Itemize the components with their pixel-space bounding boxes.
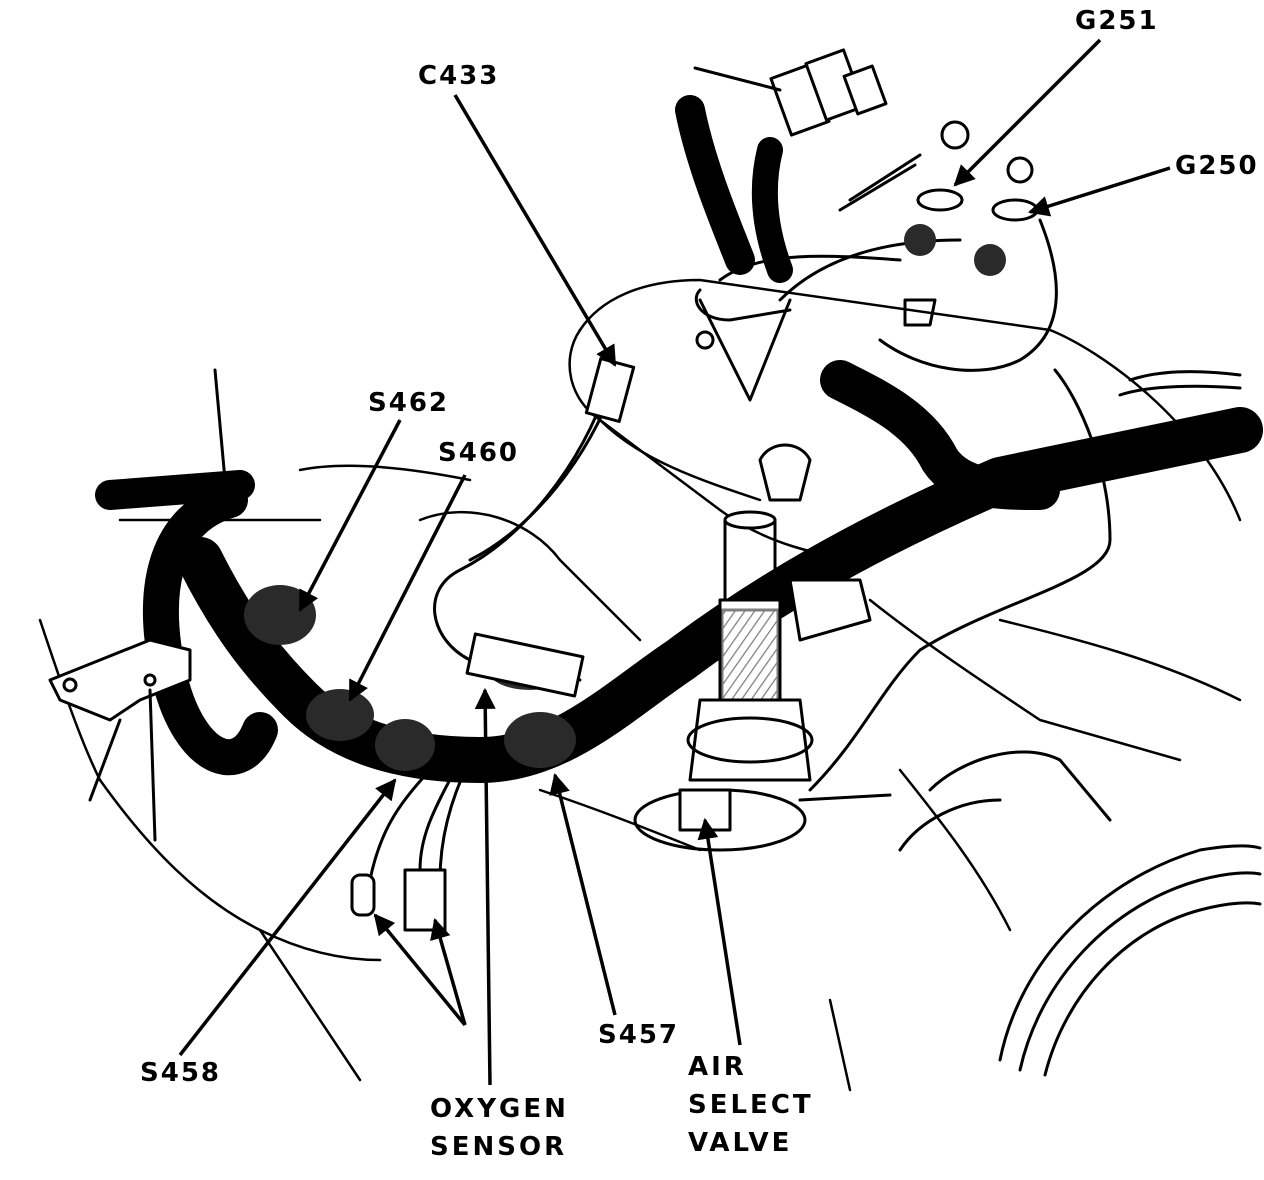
- flywheel: [898, 750, 1262, 1077]
- air-select-valve-body: [633, 510, 892, 852]
- g250-nut-icon: [1006, 156, 1034, 184]
- s462-callout: [298, 419, 402, 612]
- label-c433: C433: [418, 61, 500, 91]
- label-oxygen-line1: OXYGEN: [430, 1094, 569, 1124]
- left-bracket: [48, 368, 227, 842]
- label-air-line2: SELECT: [688, 1090, 814, 1120]
- c433-callout: [453, 94, 617, 367]
- main-harness: [95, 95, 1263, 783]
- label-oxygen-sensor: OXYGEN SENSOR: [430, 1090, 569, 1166]
- label-oxygen-line2: SENSOR: [430, 1132, 568, 1162]
- callout-arrows: [178, 38, 1171, 1086]
- label-g251: G251: [1075, 6, 1159, 36]
- s460-callout: [348, 474, 467, 702]
- connector-pointer-1: [373, 913, 467, 1027]
- ground-leads: [694, 153, 1242, 792]
- splice-s460: [306, 689, 374, 741]
- air-select-valve-callout: [697, 817, 742, 1046]
- oxygen-sensor-callout: [474, 687, 496, 1086]
- g250-callout: [1027, 166, 1171, 217]
- label-air-line3: VALVE: [688, 1128, 793, 1158]
- splice-s458: [375, 719, 435, 771]
- splice-s462: [244, 585, 316, 645]
- label-air-select-valve: AIR SELECT VALVE: [688, 1048, 814, 1162]
- connector-pointer-2: [430, 917, 467, 1026]
- ground-studs: [903, 120, 1039, 327]
- label-g250: G250: [1175, 151, 1259, 181]
- g251-nut-icon: [940, 120, 970, 150]
- label-s460: S460: [438, 438, 519, 468]
- s458-callout: [178, 778, 397, 1057]
- label-s458: S458: [140, 1058, 221, 1088]
- top-connectors: [693, 48, 888, 502]
- label-s462: S462: [368, 388, 449, 418]
- label-air-line1: AIR: [688, 1052, 747, 1082]
- splice-s457: [504, 712, 576, 768]
- label-s457: S457: [598, 1020, 679, 1050]
- lower-connectors: [350, 758, 472, 932]
- g251-callout: [953, 38, 1102, 187]
- s457-callout: [549, 772, 617, 1016]
- oxygen-sensor-lead: [433, 357, 636, 698]
